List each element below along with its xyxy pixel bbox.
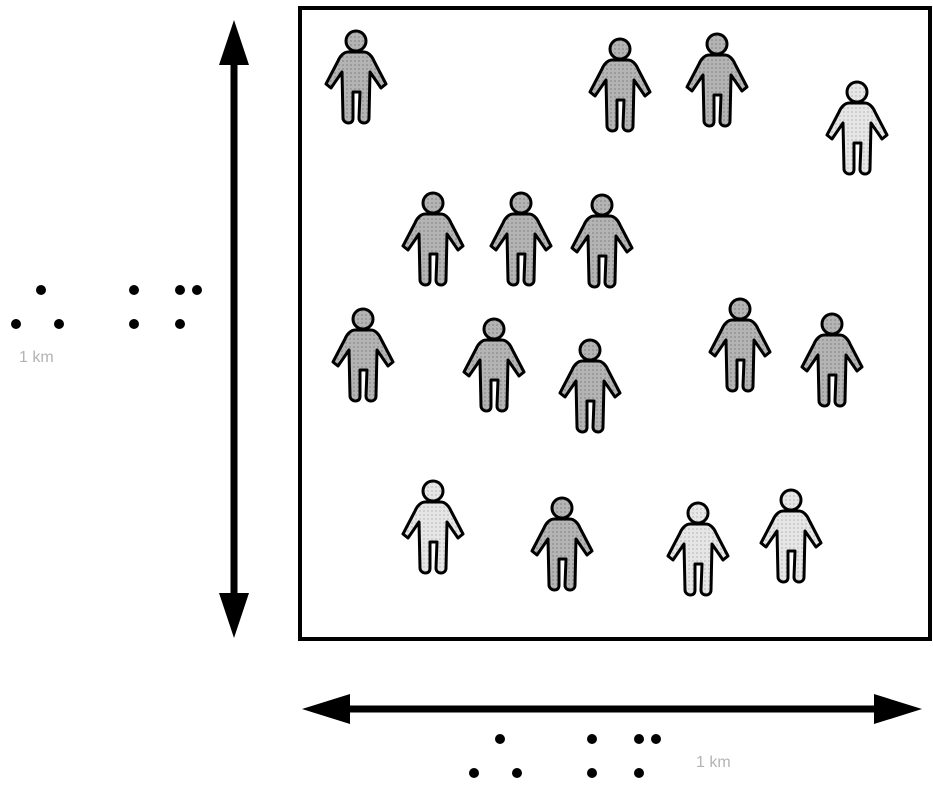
- person-icon: [588, 37, 652, 133]
- person-icon: [401, 191, 465, 287]
- person-icon: [530, 496, 594, 592]
- person-icon: [708, 297, 772, 393]
- horizontal-scale-arrow: [302, 694, 922, 724]
- people-group: [324, 29, 889, 597]
- vertical-scale-arrow: [219, 20, 249, 638]
- person-icon: [685, 32, 749, 128]
- braille-label-vertical: [11, 285, 202, 329]
- person-icon: [401, 479, 465, 575]
- vertical-scale-label: 1 km: [19, 349, 54, 366]
- person-icon: [462, 317, 526, 413]
- person-icon: [331, 307, 395, 403]
- person-icon: [825, 80, 889, 176]
- person-icon: [666, 501, 730, 597]
- person-icon: [489, 191, 553, 287]
- person-icon: [324, 29, 388, 125]
- braille-label-horizontal: [469, 734, 661, 778]
- person-icon: [558, 338, 622, 434]
- horizontal-scale-label: 1 km: [696, 754, 731, 771]
- person-icon: [570, 193, 634, 289]
- person-icon: [800, 312, 864, 408]
- area-square: [298, 6, 932, 641]
- person-icon: [759, 488, 823, 584]
